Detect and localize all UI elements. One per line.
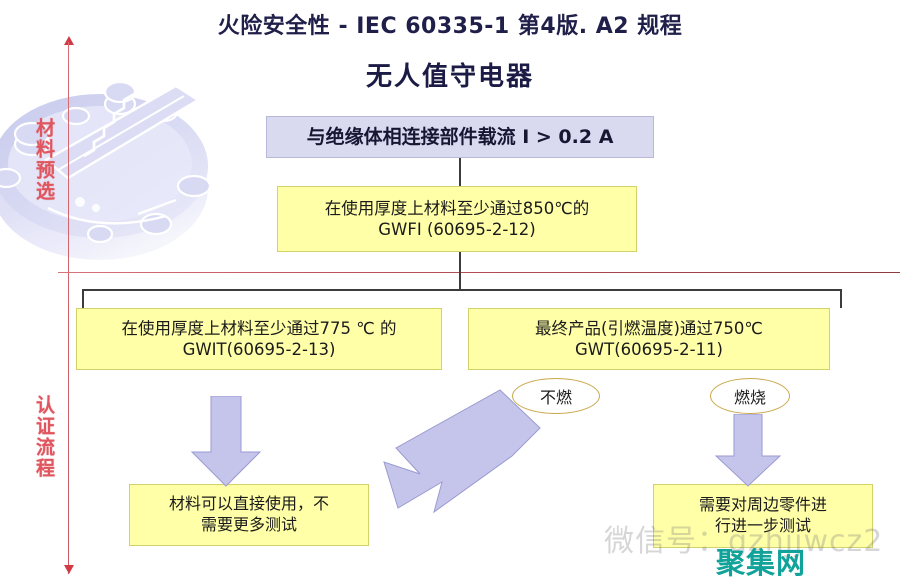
connector-split-to-gwt	[840, 289, 842, 308]
page-subtitle: 无人值守电器	[365, 62, 534, 92]
node-gwt-text: 最终产品(引燃温度)通过750℃ GWT(60695-2-11)	[535, 318, 763, 361]
page-title: 火险安全性 - IEC 60335-1 第4版. A2 规程	[217, 14, 683, 39]
node-direct-use-result[interactable]: 材料可以直接使用，不 需要更多测试	[129, 484, 369, 546]
node-gwt-line1: 最终产品(引燃温度)通过750℃	[535, 318, 763, 338]
axis-up-arrow-icon	[63, 36, 74, 45]
node-gwit-line2: GWIT(60695-2-13)	[182, 340, 336, 359]
connector-split-horizontal	[82, 289, 842, 291]
vertical-axis-line	[68, 42, 70, 574]
node-further-test-result[interactable]: 需要对周边零件进 行进一步测试	[653, 484, 873, 548]
node-current-requirement-text: 与绝缘体相连接部件载流 I > 0.2 A	[306, 125, 614, 148]
decision-non-flammable[interactable]: 不燃	[512, 378, 600, 414]
node-direct-use-line2: 需要更多测试	[200, 515, 297, 534]
connector-current-to-gwfi	[459, 158, 461, 186]
stage-divider-line	[58, 272, 900, 274]
axis-down-arrow-icon	[63, 565, 74, 574]
node-further-test-line1: 需要对周边零件进	[698, 495, 827, 515]
node-direct-use-text: 材料可以直接使用，不 需要更多测试	[169, 494, 329, 536]
decision-burning[interactable]: 燃烧	[710, 378, 790, 414]
stage-label-certification-process: 认证流程	[33, 395, 55, 479]
node-direct-use-line1: 材料可以直接使用，不	[168, 494, 329, 514]
connector-split-to-gwit	[82, 289, 84, 308]
decision-burning-label: 燃烧	[733, 388, 766, 407]
node-gwfi-text: 在使用厚度上材料至少通过850℃的 GWFI (60695-2-12)	[325, 198, 590, 241]
arrow-gwit-to-direct-use-icon	[190, 396, 262, 487]
node-further-test-text: 需要对周边零件进 行进一步测试	[699, 495, 827, 537]
node-gwt-line2: GWT(60695-2-11)	[575, 340, 723, 359]
node-current-requirement[interactable]: 与绝缘体相连接部件载流 I > 0.2 A	[266, 116, 654, 158]
connector-gwfi-to-split	[459, 252, 461, 290]
node-gwit-text: 在使用厚度上材料至少通过775 ℃ 的 GWIT(60695-2-13)	[121, 318, 396, 361]
node-gwt-test[interactable]: 最终产品(引燃温度)通过750℃ GWT(60695-2-11)	[468, 308, 830, 370]
node-gwfi-line1: 在使用厚度上材料至少通过850℃的	[324, 198, 590, 218]
node-gwfi-test[interactable]: 在使用厚度上材料至少通过850℃的 GWFI (60695-2-12)	[277, 186, 637, 252]
node-further-test-line2: 行进一步测试	[714, 516, 811, 535]
node-gwfi-line2: GWFI (60695-2-12)	[378, 220, 536, 239]
node-gwit-line1: 在使用厚度上材料至少通过775 ℃ 的	[121, 318, 397, 338]
stage-label-material-preselect: 材料预选	[33, 118, 55, 202]
decision-non-flammable-label: 不燃	[539, 388, 572, 407]
arrow-burning-to-further-test-icon	[714, 414, 782, 487]
node-gwit-test[interactable]: 在使用厚度上材料至少通过775 ℃ 的 GWIT(60695-2-13)	[76, 308, 442, 370]
